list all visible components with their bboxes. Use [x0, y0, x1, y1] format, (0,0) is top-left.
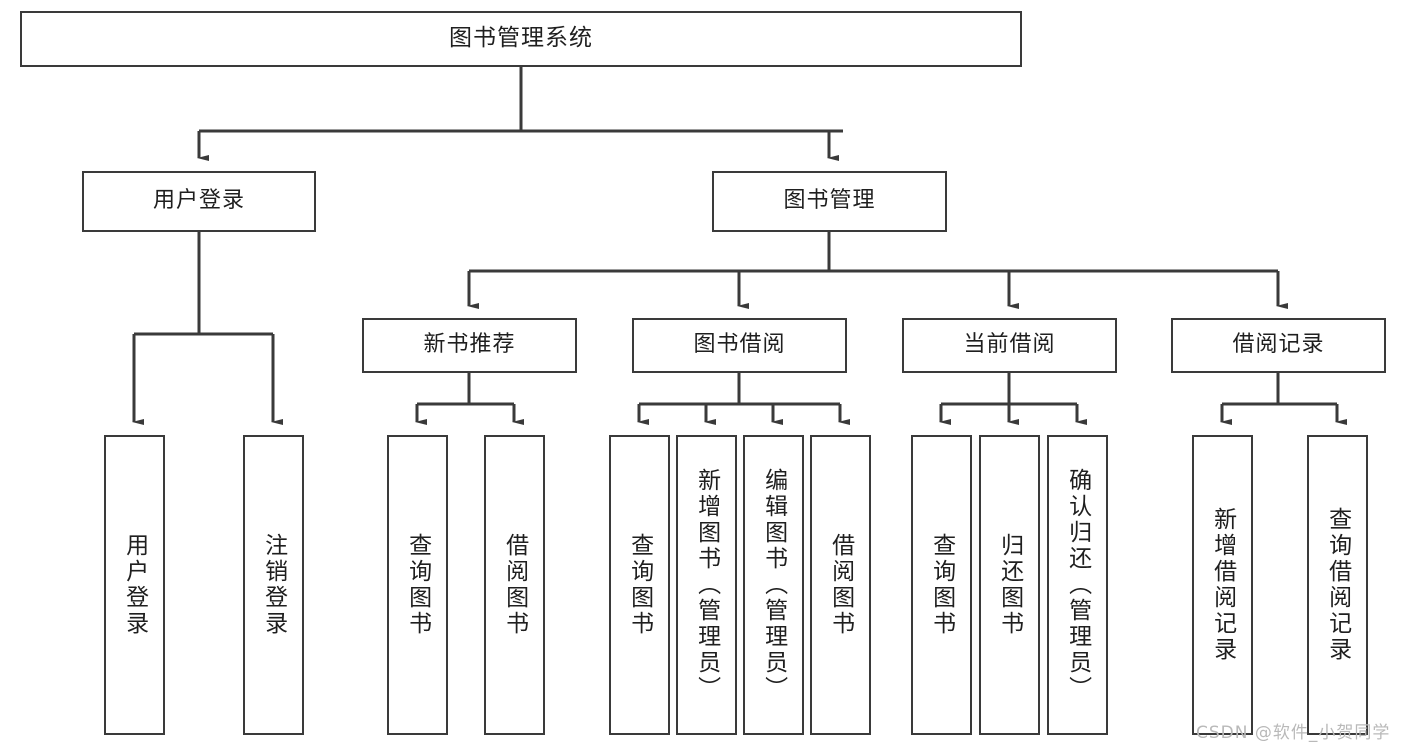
node-borrow-record[interactable]: 借阅记录	[1171, 318, 1386, 373]
node-leaf-user-login-logout[interactable]: 注销登录	[243, 435, 304, 735]
node-label: 查询图书	[626, 533, 653, 637]
node-label: 新书推荐	[423, 332, 516, 358]
node-label: 图书借阅	[693, 332, 786, 358]
node-label: 查询图书	[404, 533, 431, 637]
node-label: 借阅记录	[1232, 332, 1325, 358]
node-leaf-borrow-record-add[interactable]: 新增借阅记录	[1192, 435, 1253, 735]
node-leaf-current-borrow-return[interactable]: 归还图书	[979, 435, 1040, 735]
node-leaf-new-book-borrow[interactable]: 借阅图书	[484, 435, 545, 735]
node-label: 借阅图书	[501, 533, 528, 637]
node-label: 查询借阅记录	[1324, 507, 1351, 663]
node-label: 用户登录	[152, 188, 245, 214]
node-leaf-current-borrow-confirm-return[interactable]: 确认归还（管理员）	[1047, 435, 1108, 735]
node-leaf-user-login-login[interactable]: 用户登录	[104, 435, 165, 735]
node-label: 图书管理	[783, 188, 876, 214]
node-leaf-book-borrow-add[interactable]: 新增图书（管理员）	[676, 435, 737, 735]
node-label: 注销登录	[260, 533, 287, 637]
node-user-login[interactable]: 用户登录	[82, 171, 316, 232]
node-leaf-current-borrow-query[interactable]: 查询图书	[911, 435, 972, 735]
node-book-borrow[interactable]: 图书借阅	[632, 318, 847, 373]
node-leaf-book-borrow-borrow[interactable]: 借阅图书	[810, 435, 871, 735]
watermark-csdn: CSDN @软件_小贺同学	[1196, 723, 1391, 743]
node-label: 用户登录	[121, 533, 148, 637]
node-label: 当前借阅	[963, 332, 1056, 358]
node-new-book-recommend[interactable]: 新书推荐	[362, 318, 577, 373]
node-label: 编辑图书（管理员）	[760, 468, 787, 702]
node-label: 确认归还（管理员）	[1064, 468, 1091, 702]
node-leaf-book-borrow-edit[interactable]: 编辑图书（管理员）	[743, 435, 804, 735]
node-current-borrow[interactable]: 当前借阅	[902, 318, 1117, 373]
node-label: 新增图书（管理员）	[693, 468, 720, 702]
node-label: 查询图书	[928, 533, 955, 637]
node-label: 新增借阅记录	[1209, 507, 1236, 663]
node-leaf-new-book-query[interactable]: 查询图书	[387, 435, 448, 735]
node-leaf-book-borrow-query[interactable]: 查询图书	[609, 435, 670, 735]
node-label: 图书管理系统	[449, 25, 593, 52]
node-label: 借阅图书	[827, 533, 854, 637]
node-book-management[interactable]: 图书管理	[712, 171, 947, 232]
node-label: 归还图书	[996, 533, 1023, 637]
node-leaf-borrow-record-query[interactable]: 查询借阅记录	[1307, 435, 1368, 735]
node-root-book-management-system[interactable]: 图书管理系统	[20, 11, 1022, 67]
